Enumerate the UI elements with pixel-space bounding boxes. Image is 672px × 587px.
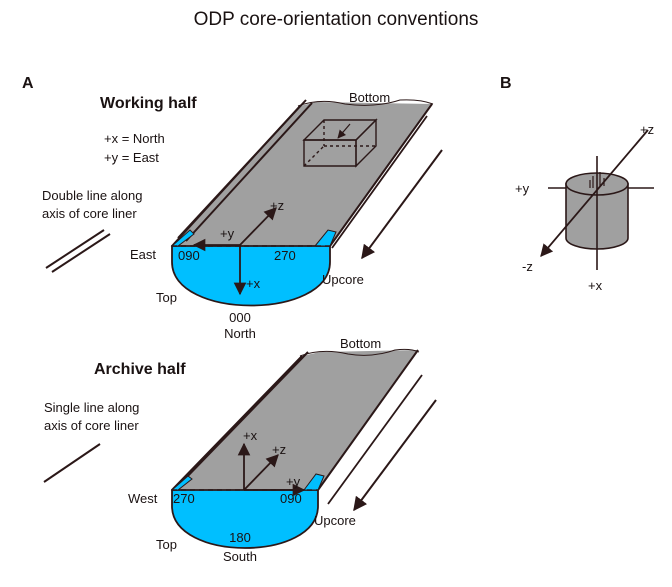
archive-liner-text-2: axis of core liner bbox=[44, 418, 139, 433]
archive-deg-right: 090 bbox=[280, 491, 302, 506]
archive-liner-text-1: Single line along bbox=[44, 400, 139, 415]
archive-upcore-label: Upcore bbox=[314, 513, 356, 528]
archive-deg-bottom: 180 bbox=[229, 530, 251, 545]
cylinder-pz-label: +z bbox=[640, 122, 654, 137]
archive-axis-z-label: +z bbox=[272, 442, 286, 457]
working-upcore-label: Upcore bbox=[322, 272, 364, 287]
archive-axis-z bbox=[243, 454, 279, 491]
cylinder-z-axis bbox=[540, 129, 649, 257]
archive-half-core bbox=[170, 348, 437, 549]
panel-label-b: B bbox=[500, 75, 512, 92]
archive-dir-bottom: South bbox=[223, 549, 257, 564]
archive-axis-x-label: +x bbox=[243, 428, 258, 443]
working-liner-text-2: axis of core liner bbox=[42, 206, 137, 221]
working-axis-x-label: +x bbox=[246, 276, 261, 291]
archive-right-rim bbox=[317, 349, 419, 491]
working-core-surface bbox=[172, 102, 432, 246]
archive-axis-y-label: +y bbox=[286, 474, 301, 489]
archive-side-label: West bbox=[128, 491, 158, 506]
working-torn-edge bbox=[297, 99, 434, 107]
archive-upcore-arrow bbox=[353, 399, 437, 512]
archive-heading: Archive half bbox=[94, 361, 186, 378]
working-bottom-label: Bottom bbox=[349, 90, 390, 105]
archive-guide-line bbox=[327, 374, 423, 505]
archive-top-label: Top bbox=[156, 537, 177, 552]
working-deg-bottom: 000 bbox=[229, 310, 251, 325]
archive-left-rim bbox=[171, 355, 303, 491]
cylinder-nz-label: -z bbox=[522, 259, 533, 274]
working-deg-right: 270 bbox=[274, 248, 296, 263]
working-upcore-arrow bbox=[361, 149, 443, 260]
working-conv-x: +x = North bbox=[104, 131, 165, 146]
working-deg-left: 090 bbox=[178, 248, 200, 263]
working-liner-line-a bbox=[177, 99, 307, 239]
working-axis-y-label: +y bbox=[220, 226, 235, 241]
working-dir-bottom: North bbox=[224, 326, 256, 341]
working-conv-y: +y = East bbox=[104, 150, 159, 165]
archive-torn-edge bbox=[299, 348, 420, 357]
working-axis-z-label: +z bbox=[270, 198, 284, 213]
double-line-symbol bbox=[45, 229, 111, 273]
orientation-cylinder bbox=[540, 129, 654, 270]
working-side-label: East bbox=[130, 247, 156, 262]
archive-core-face bbox=[171, 489, 319, 549]
archive-face-sliver-right bbox=[303, 473, 325, 491]
archive-bottom-label: Bottom bbox=[340, 336, 381, 351]
sample-cube bbox=[302, 118, 378, 168]
archive-deg-left: 270 bbox=[173, 491, 195, 506]
working-guide-line bbox=[331, 115, 428, 249]
working-half-core bbox=[170, 99, 443, 307]
working-liner-line-b bbox=[185, 102, 313, 242]
working-top-label: Top bbox=[156, 290, 177, 305]
figure-title: ODP core-orientation conventions bbox=[194, 9, 479, 30]
working-right-rim bbox=[329, 103, 433, 247]
archive-liner-line bbox=[179, 351, 309, 485]
working-heading: Working half bbox=[100, 95, 197, 112]
working-liner-text-1: Double line along bbox=[42, 188, 142, 203]
cylinder-py-label: +y bbox=[515, 181, 530, 196]
single-line-symbol bbox=[43, 443, 101, 483]
archive-core-surface bbox=[172, 350, 418, 490]
cylinder-px-label: +x bbox=[588, 278, 603, 293]
panel-label-a: A bbox=[22, 75, 34, 92]
working-axis-z bbox=[239, 207, 277, 246]
working-core-face bbox=[171, 245, 331, 307]
